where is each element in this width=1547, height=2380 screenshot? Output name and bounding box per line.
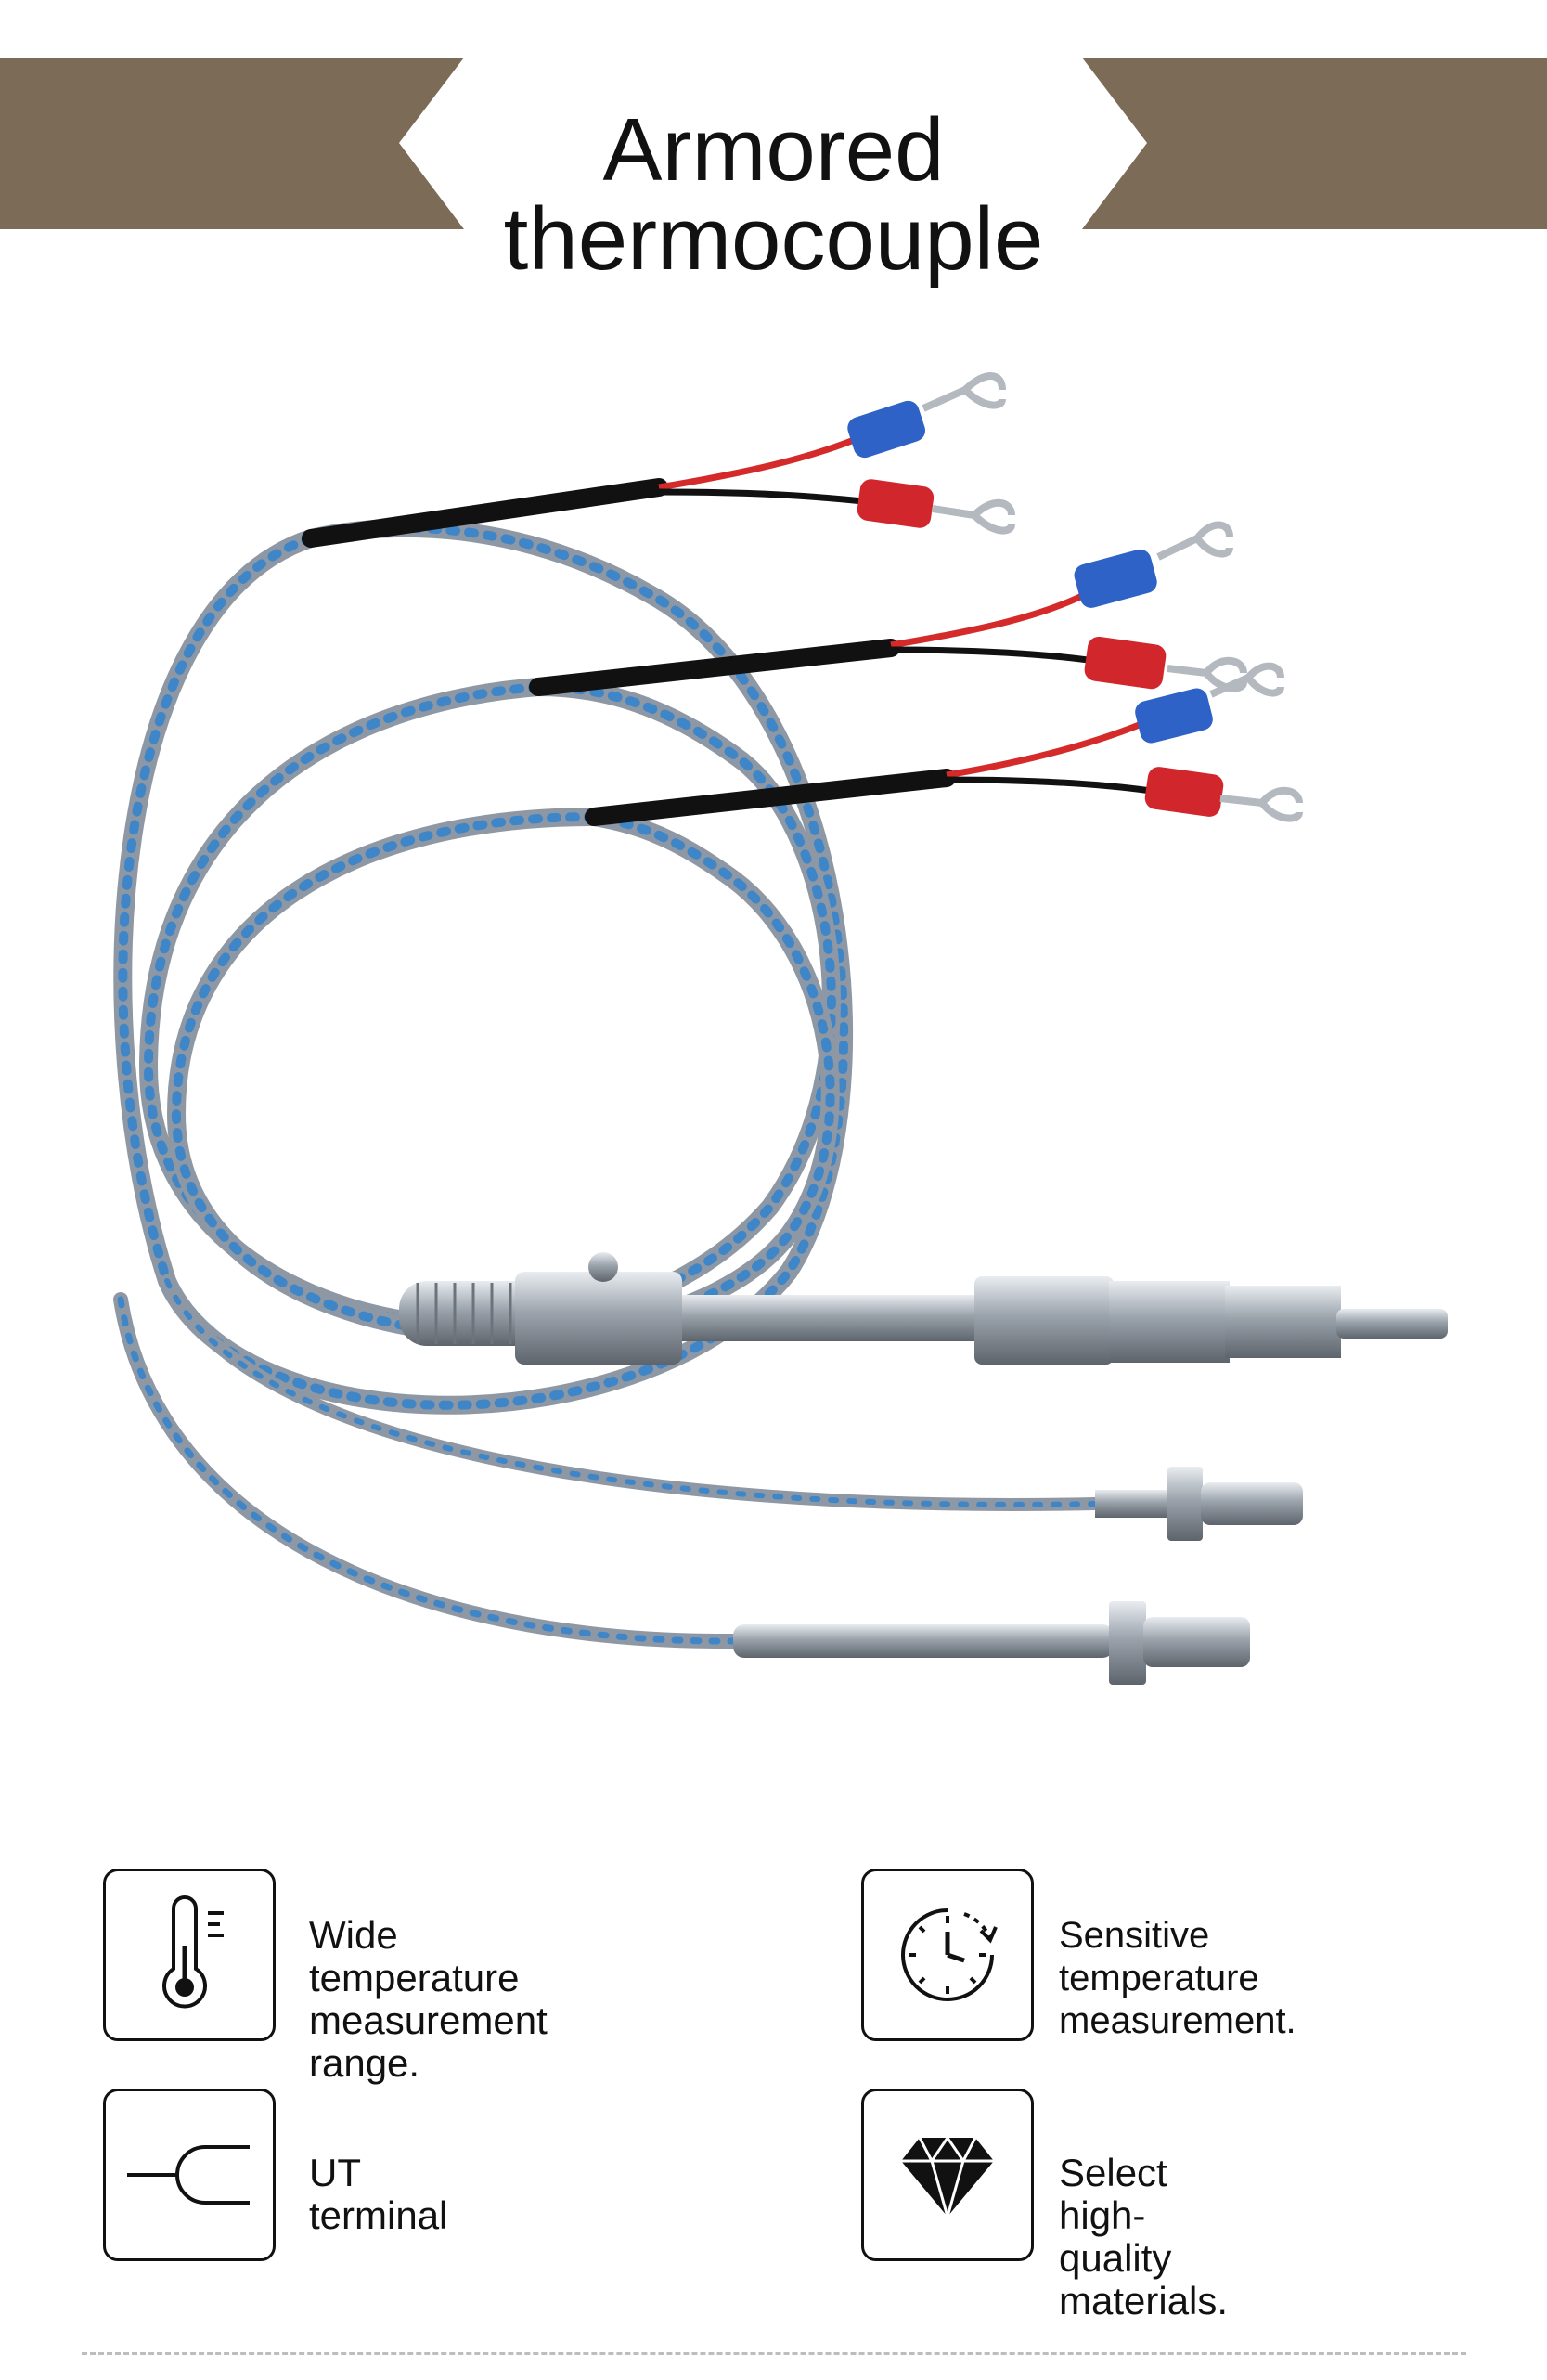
thermometer-icon — [162, 1895, 224, 2009]
lead-set-2 — [529, 521, 1247, 696]
bottom-divider — [82, 2352, 1466, 2355]
feature-icon-box — [861, 2089, 1034, 2261]
bayonet-probe-large — [399, 1252, 1448, 1365]
feature-text: UT terminal — [309, 2152, 447, 2237]
ut-terminal-icon — [127, 2145, 250, 2205]
feature-text: Wide temperature measurement range. — [309, 1914, 548, 2085]
cable-coil-3 — [166, 808, 840, 1345]
feature-line-1: Select high-quality — [1059, 2151, 1172, 2280]
feature-icon-box — [861, 1869, 1034, 2041]
screw-probe-small — [1095, 1467, 1303, 1541]
armored-thermocouple-illustration — [113, 372, 1448, 1685]
spring-screw-probe — [733, 1601, 1250, 1685]
feature-icon-box — [103, 2089, 276, 2261]
title-line-1: Armored — [602, 100, 945, 200]
feature-text: Select high-quality materials. — [1059, 2152, 1228, 2322]
feature-icon-box — [103, 1869, 276, 2041]
cable-coil-1 — [113, 518, 854, 1415]
feature-line-2: measurement range. — [309, 1998, 548, 2085]
cable-lower-tails — [113, 1274, 1102, 1649]
feature-text: Sensitive temperature measurement. — [1059, 1914, 1296, 2042]
lead-set-3 — [585, 662, 1303, 826]
cable-coil-2 — [138, 678, 841, 1336]
banner-right-ribbon — [1082, 58, 1547, 229]
feature-line-2: measurement. — [1059, 2000, 1296, 2041]
feature-line-2: materials. — [1059, 2279, 1229, 2322]
feature-line-1: Wide temperature — [309, 1913, 520, 1999]
feature-line-1: Sensitive temperature — [1059, 1915, 1259, 1998]
diamond-icon — [901, 2135, 994, 2222]
lead-set-1 — [302, 372, 1015, 548]
title-line-2: thermocouple — [503, 189, 1044, 290]
banner-left-ribbon — [0, 58, 464, 229]
feature-line-1: UT terminal — [309, 2151, 448, 2237]
clock-icon — [901, 1908, 998, 2001]
page-title: Armored thermocouple — [418, 106, 1129, 284]
